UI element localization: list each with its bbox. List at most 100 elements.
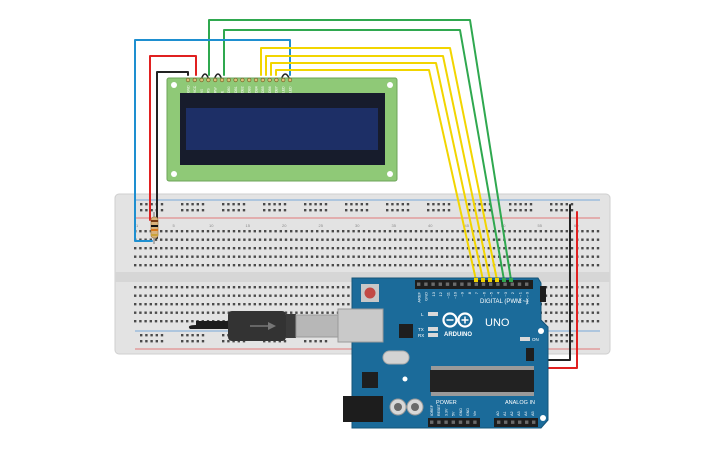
column-number: 40	[428, 223, 433, 228]
icsp-header	[526, 348, 534, 361]
column-number: 50	[501, 223, 506, 228]
column-number: 25	[319, 223, 324, 228]
analog-pin-label: A0	[496, 411, 500, 416]
resistor[interactable]	[150, 212, 159, 244]
lcd-pin-label: DB6	[268, 86, 272, 93]
mount-hole	[538, 328, 544, 334]
digital-pin-label: TX→1	[517, 291, 522, 303]
digital-pin-label: ~3	[503, 291, 508, 296]
lcd-pin[interactable]	[274, 77, 279, 83]
column-number: 15	[246, 223, 251, 228]
reset-button[interactable]	[364, 287, 376, 299]
atmega-chip	[430, 370, 534, 392]
column-number: 30	[355, 223, 360, 228]
power-pin-label: GND	[466, 408, 470, 416]
lcd-pin-label: DB1	[234, 86, 238, 93]
column-number: 35	[392, 223, 397, 228]
lcd-pin-label: DB7	[275, 86, 279, 93]
lcd-mount-hole	[387, 171, 393, 177]
lcd-pin[interactable]	[233, 77, 238, 83]
lcd-pin[interactable]	[253, 77, 259, 83]
lcd-pin-label: E	[220, 90, 224, 93]
lcd-pin[interactable]	[199, 77, 204, 83]
digital-pin-label: ~5	[489, 291, 494, 296]
analog-pin-label: A4	[524, 411, 528, 416]
wire-ends	[474, 278, 513, 282]
power-pin-label: GND	[459, 408, 463, 416]
digital-pin-label: ~11	[445, 291, 450, 298]
digital-pin-label: 7	[474, 291, 479, 294]
lcd-pin-label: LED	[288, 86, 292, 93]
digital-header[interactable]	[415, 280, 533, 289]
led-tx-label: TX	[418, 327, 424, 332]
lcd-mount-hole	[171, 171, 177, 177]
lcd-pin[interactable]	[260, 77, 265, 83]
usb-connector	[295, 314, 345, 338]
power-jack	[343, 396, 383, 422]
column-number: 45	[465, 223, 470, 228]
lcd-pin[interactable]	[185, 77, 191, 83]
power-pin-label: 3.3V	[444, 408, 448, 416]
analog-pin-label: A5	[531, 411, 535, 416]
led-tx	[428, 327, 438, 331]
lcd-pin[interactable]	[281, 77, 286, 83]
mount-hole	[402, 376, 408, 382]
lcd-mount-hole	[171, 82, 177, 88]
wire-yellow-4[interactable]	[275, 69, 477, 281]
analog-header[interactable]	[494, 418, 538, 427]
power-pin-label: Vin	[473, 411, 477, 416]
digital-pin-label: 8	[467, 291, 472, 294]
column-number: 10	[209, 223, 214, 228]
wire-yellow-3[interactable]	[270, 62, 484, 281]
wire-yellow-1[interactable]	[260, 47, 498, 281]
lcd-pin[interactable]	[206, 77, 211, 83]
digital-pin-label: 13	[431, 291, 436, 296]
power-pin-label: RESET	[437, 403, 441, 416]
lcd-pin[interactable]	[247, 77, 252, 83]
digital-pin-label: RX←0	[525, 291, 530, 304]
arduino-logo-icon	[442, 312, 473, 328]
column-number: 55	[538, 223, 543, 228]
wire-red-lcd[interactable]	[149, 55, 197, 221]
analog-pin-label: A2	[510, 411, 514, 416]
digital-label: DIGITAL (PWM ~)	[480, 299, 528, 305]
wire-green-2[interactable]	[223, 29, 505, 281]
digital-pin-label: AREF	[417, 291, 422, 302]
analog-label: ANALOG IN	[505, 400, 535, 406]
led-on-label: ON	[532, 337, 539, 342]
power-label: POWER	[436, 400, 457, 406]
lcd-pin[interactable]	[213, 77, 218, 83]
digital-pin-label: GND	[424, 292, 429, 301]
digital-pin-label: ~10	[453, 291, 458, 299]
header-holes	[417, 282, 536, 424]
led-l-label: L	[421, 312, 424, 317]
lcd-pin-label: VCC	[193, 85, 197, 93]
lcd-pin[interactable]	[226, 77, 231, 83]
voltage-regulator	[362, 372, 378, 388]
lcd-pin[interactable]	[219, 77, 225, 83]
lcd-pin[interactable]	[287, 77, 293, 83]
lcd-pin-label: DB5	[261, 86, 265, 93]
column-number: 20	[282, 223, 287, 228]
wire-yellow-2[interactable]	[265, 55, 491, 281]
lcd-pin[interactable]	[192, 77, 197, 83]
lcd-pin-label: LED	[282, 86, 286, 93]
led-rx	[428, 333, 438, 337]
lcd-pin-label: DB2	[241, 86, 245, 93]
analog-pin-label: A1	[503, 411, 507, 416]
usb-cable[interactable]	[188, 311, 296, 341]
lcd-pin[interactable]	[267, 77, 272, 83]
wire-green-1[interactable]	[208, 19, 512, 281]
wire-blue[interactable]	[134, 39, 291, 242]
column-number: 5	[173, 223, 176, 228]
digital-pin-label: 12	[438, 291, 443, 296]
lcd-pin[interactable]	[240, 77, 245, 83]
wire-black-lcd[interactable]	[156, 71, 189, 239]
